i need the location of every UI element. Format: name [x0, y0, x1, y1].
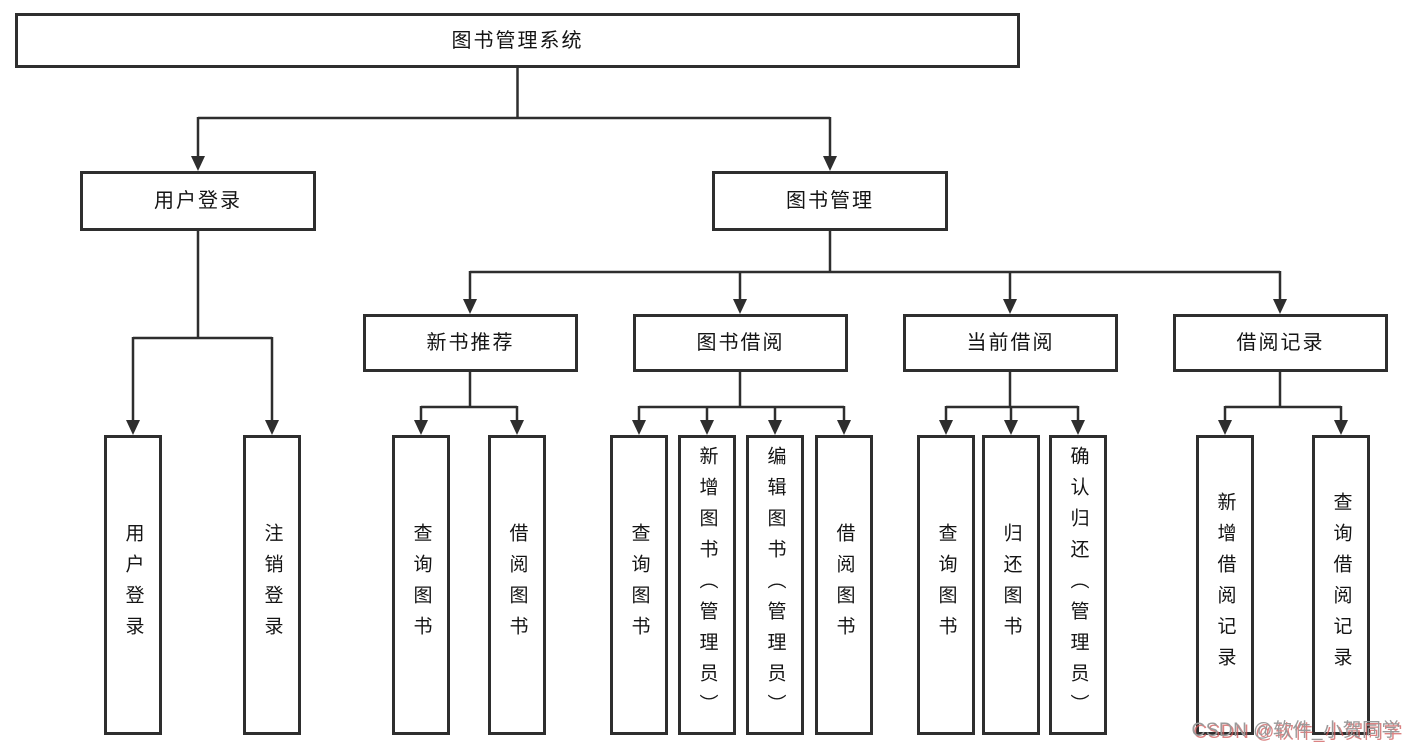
leaf-logout-login: 注销登录	[243, 435, 301, 735]
leaf-br-add-record: 新增借阅记录	[1196, 435, 1254, 735]
leaf-cb-confirm-return-admin: 确认归还（管理员）	[1049, 435, 1107, 735]
leaf-nb-query-books: 查询图书	[392, 435, 450, 735]
node-book-management: 图书管理	[712, 171, 948, 231]
node-borrow-records: 借阅记录	[1173, 314, 1388, 372]
leaf-bb-query-books: 查询图书	[610, 435, 668, 735]
leaf-cb-query-books: 查询图书	[917, 435, 975, 735]
csdn-watermark: CSDN @软件_小贺同学	[1191, 720, 1401, 741]
leaf-br-query-record: 查询借阅记录	[1312, 435, 1370, 735]
node-book-borrow: 图书借阅	[633, 314, 848, 372]
leaf-bb-edit-books-admin: 编辑图书（管理员）	[746, 435, 804, 735]
leaf-user-login: 用户登录	[104, 435, 162, 735]
node-new-book-recommend: 新书推荐	[363, 314, 578, 372]
leaf-bb-borrow-books: 借阅图书	[815, 435, 873, 735]
leaf-bb-add-books-admin: 新增图书（管理员）	[678, 435, 736, 735]
node-current-borrow: 当前借阅	[903, 314, 1118, 372]
node-user-login: 用户登录	[80, 171, 316, 231]
node-root: 图书管理系统	[15, 13, 1020, 68]
leaf-cb-return-books: 归还图书	[982, 435, 1040, 735]
leaf-nb-borrow-books: 借阅图书	[488, 435, 546, 735]
